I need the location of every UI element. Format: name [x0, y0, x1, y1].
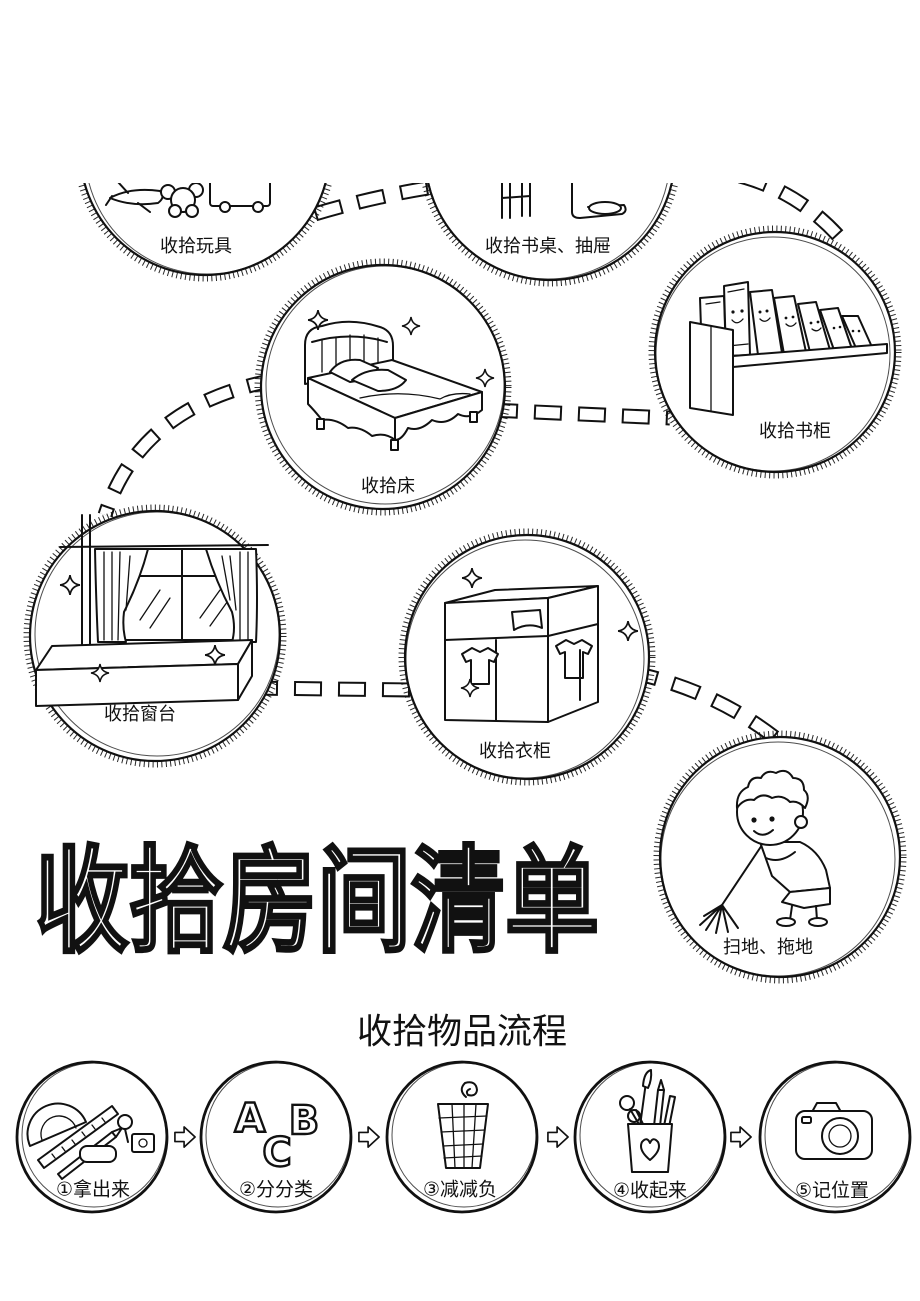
task-circle-sweeping — [653, 730, 907, 984]
step-circle-sort: A B C — [199, 1060, 353, 1214]
task-circle-bookshelf — [648, 225, 902, 479]
desk-drawer-icon — [501, 183, 627, 219]
arrow-icon — [730, 1126, 752, 1148]
sort-letter-c: C — [262, 1130, 291, 1176]
dashed-path-fill — [489, 404, 671, 424]
step-circle-remember-spot — [758, 1060, 912, 1214]
arrow-icon — [358, 1126, 380, 1148]
step-label-1: ①拿出来 — [55, 1178, 131, 1201]
dashed-path-fill — [744, 183, 847, 244]
step-circle-take-out — [15, 1060, 169, 1214]
task-circle-windowsill — [23, 504, 287, 768]
step-label-2: ②分分类 — [238, 1178, 314, 1201]
toys-icon — [105, 183, 271, 218]
process-title: 收拾物品流程 — [356, 1012, 568, 1053]
dashed-path-fill — [249, 682, 416, 696]
stationery-icon — [26, 1102, 155, 1180]
page-title: 收拾房间清单 — [34, 836, 601, 970]
trash-bin-icon — [437, 1081, 489, 1169]
task-label-desk: 收拾书桌、抽屉 — [485, 236, 611, 257]
camera-icon — [795, 1102, 873, 1160]
step-circle-declutter — [385, 1060, 539, 1214]
dashed-path — [97, 372, 277, 518]
windowsill-icon — [35, 514, 269, 707]
sweeping-boy-icon — [699, 769, 831, 934]
task-label-windowsill: 收拾窗台 — [104, 704, 176, 725]
step-label-3: ③减减负 — [422, 1178, 498, 1201]
task-circle-wardrobe — [398, 528, 656, 786]
process-steps: A B C — [15, 1060, 912, 1214]
wardrobe-icon — [444, 567, 639, 723]
task-circle-desk — [421, 183, 679, 287]
sort-letter-b: B — [289, 1098, 320, 1144]
task-label-bed: 收拾床 — [361, 476, 415, 497]
step-label-4: ④收起来 — [612, 1179, 688, 1202]
bookshelf-icon — [689, 281, 888, 416]
arrow-icon — [174, 1126, 196, 1148]
dashed-path-fill — [628, 666, 782, 745]
step-label-5: ⑤记位置 — [794, 1179, 870, 1202]
bed-icon — [304, 309, 495, 451]
task-label-toys: 收拾玩具 — [160, 236, 232, 257]
pencil-cup-icon — [619, 1069, 676, 1173]
task-label-wardrobe: 收拾衣柜 — [479, 741, 551, 762]
task-circle-toys — [77, 183, 333, 282]
task-circle-bed — [254, 258, 512, 516]
task-label-bookshelf: 收拾书柜 — [759, 421, 831, 442]
dashed-path-fill — [313, 183, 441, 220]
route-connectors — [97, 183, 848, 746]
step-circle-put-away — [573, 1060, 727, 1214]
dashed-path-fill — [99, 374, 277, 517]
abc-sort-icon: A B C — [233, 1095, 320, 1177]
arrow-icon — [547, 1126, 569, 1148]
task-label-sweeping: 扫地、拖地 — [723, 937, 813, 958]
sort-letter-a: A — [235, 1096, 266, 1142]
